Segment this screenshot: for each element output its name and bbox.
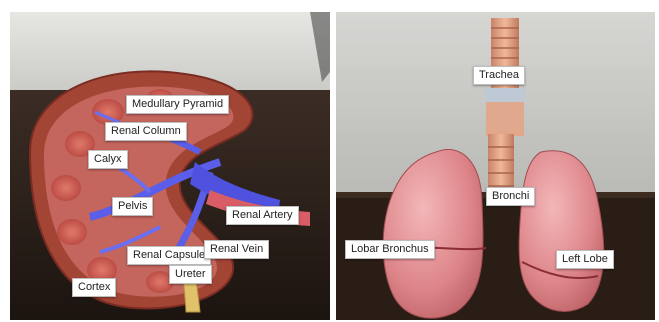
label-renal-artery: Renal Artery <box>226 206 299 225</box>
kidney-ar-panel: Medullary Pyramid Renal Column Calyx Pel… <box>10 12 330 320</box>
label-ureter: Ureter <box>169 265 212 284</box>
label-left-lobe: Left Lobe <box>556 250 614 269</box>
label-renal-vein: Renal Vein <box>204 240 269 259</box>
label-trachea: Trachea <box>473 66 525 85</box>
label-cortex: Cortex <box>72 278 116 297</box>
label-calyx: Calyx <box>88 150 128 169</box>
lungs-scene <box>336 12 655 320</box>
label-renal-column: Renal Column <box>105 122 187 141</box>
label-lobar-bronchus: Lobar Bronchus <box>345 240 435 259</box>
label-bronchi: Bronchi <box>486 187 535 206</box>
label-renal-capsule: Renal Capsule <box>127 246 211 265</box>
lungs-ar-panel: Trachea Bronchi Lobar Bronchus Left Lobe <box>336 12 655 320</box>
label-pelvis: Pelvis <box>112 197 153 216</box>
label-medullary-pyramid: Medullary Pyramid <box>126 95 229 114</box>
